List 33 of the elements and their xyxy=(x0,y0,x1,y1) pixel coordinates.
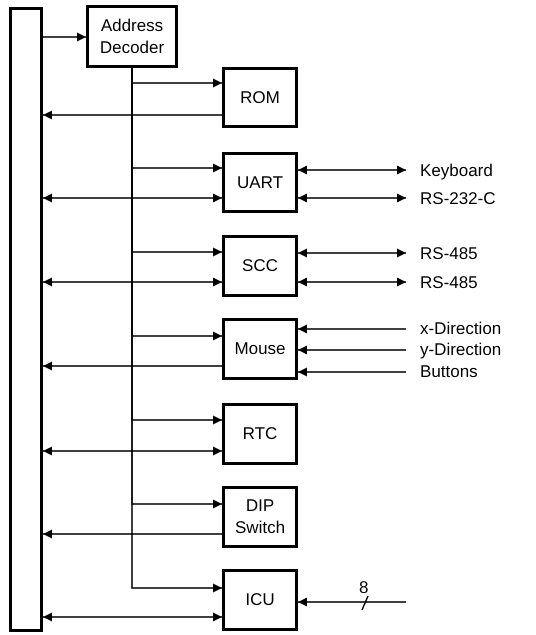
signal-label: y-Direction xyxy=(406,339,532,360)
arrow xyxy=(298,248,406,258)
signal-label: RS-232-C xyxy=(406,187,526,209)
bus-bar xyxy=(9,7,43,632)
component-box: UART xyxy=(222,152,298,213)
component-box: Address Decoder xyxy=(86,5,178,68)
arrow xyxy=(43,194,222,202)
component-box: RTC xyxy=(222,403,298,465)
arrow xyxy=(43,446,222,456)
component-box: ROM xyxy=(222,67,298,128)
component-box: SCC xyxy=(222,235,298,297)
signal-label: Buttons xyxy=(406,361,532,382)
component-box: ICU xyxy=(222,569,298,631)
arrow xyxy=(298,324,406,334)
signal-label: RS-485 xyxy=(406,271,526,293)
signal-label: Keyboard xyxy=(406,159,526,181)
arrow xyxy=(298,194,406,202)
arrow xyxy=(298,368,406,376)
signal-label: RS-485 xyxy=(406,242,526,264)
component-box: DIP Switch xyxy=(222,486,298,548)
edge-label: 8 xyxy=(357,579,370,596)
component-box: Mouse xyxy=(222,318,298,380)
arrow xyxy=(298,346,406,354)
arrow xyxy=(43,110,222,120)
arrow xyxy=(43,362,222,370)
arrow xyxy=(298,166,406,174)
arrow xyxy=(298,598,406,606)
arrow xyxy=(298,278,406,286)
arrow xyxy=(43,278,222,286)
arrow xyxy=(43,32,86,42)
arrow xyxy=(43,530,222,538)
signal-label: x-Direction xyxy=(406,318,532,339)
arrow xyxy=(43,612,222,622)
